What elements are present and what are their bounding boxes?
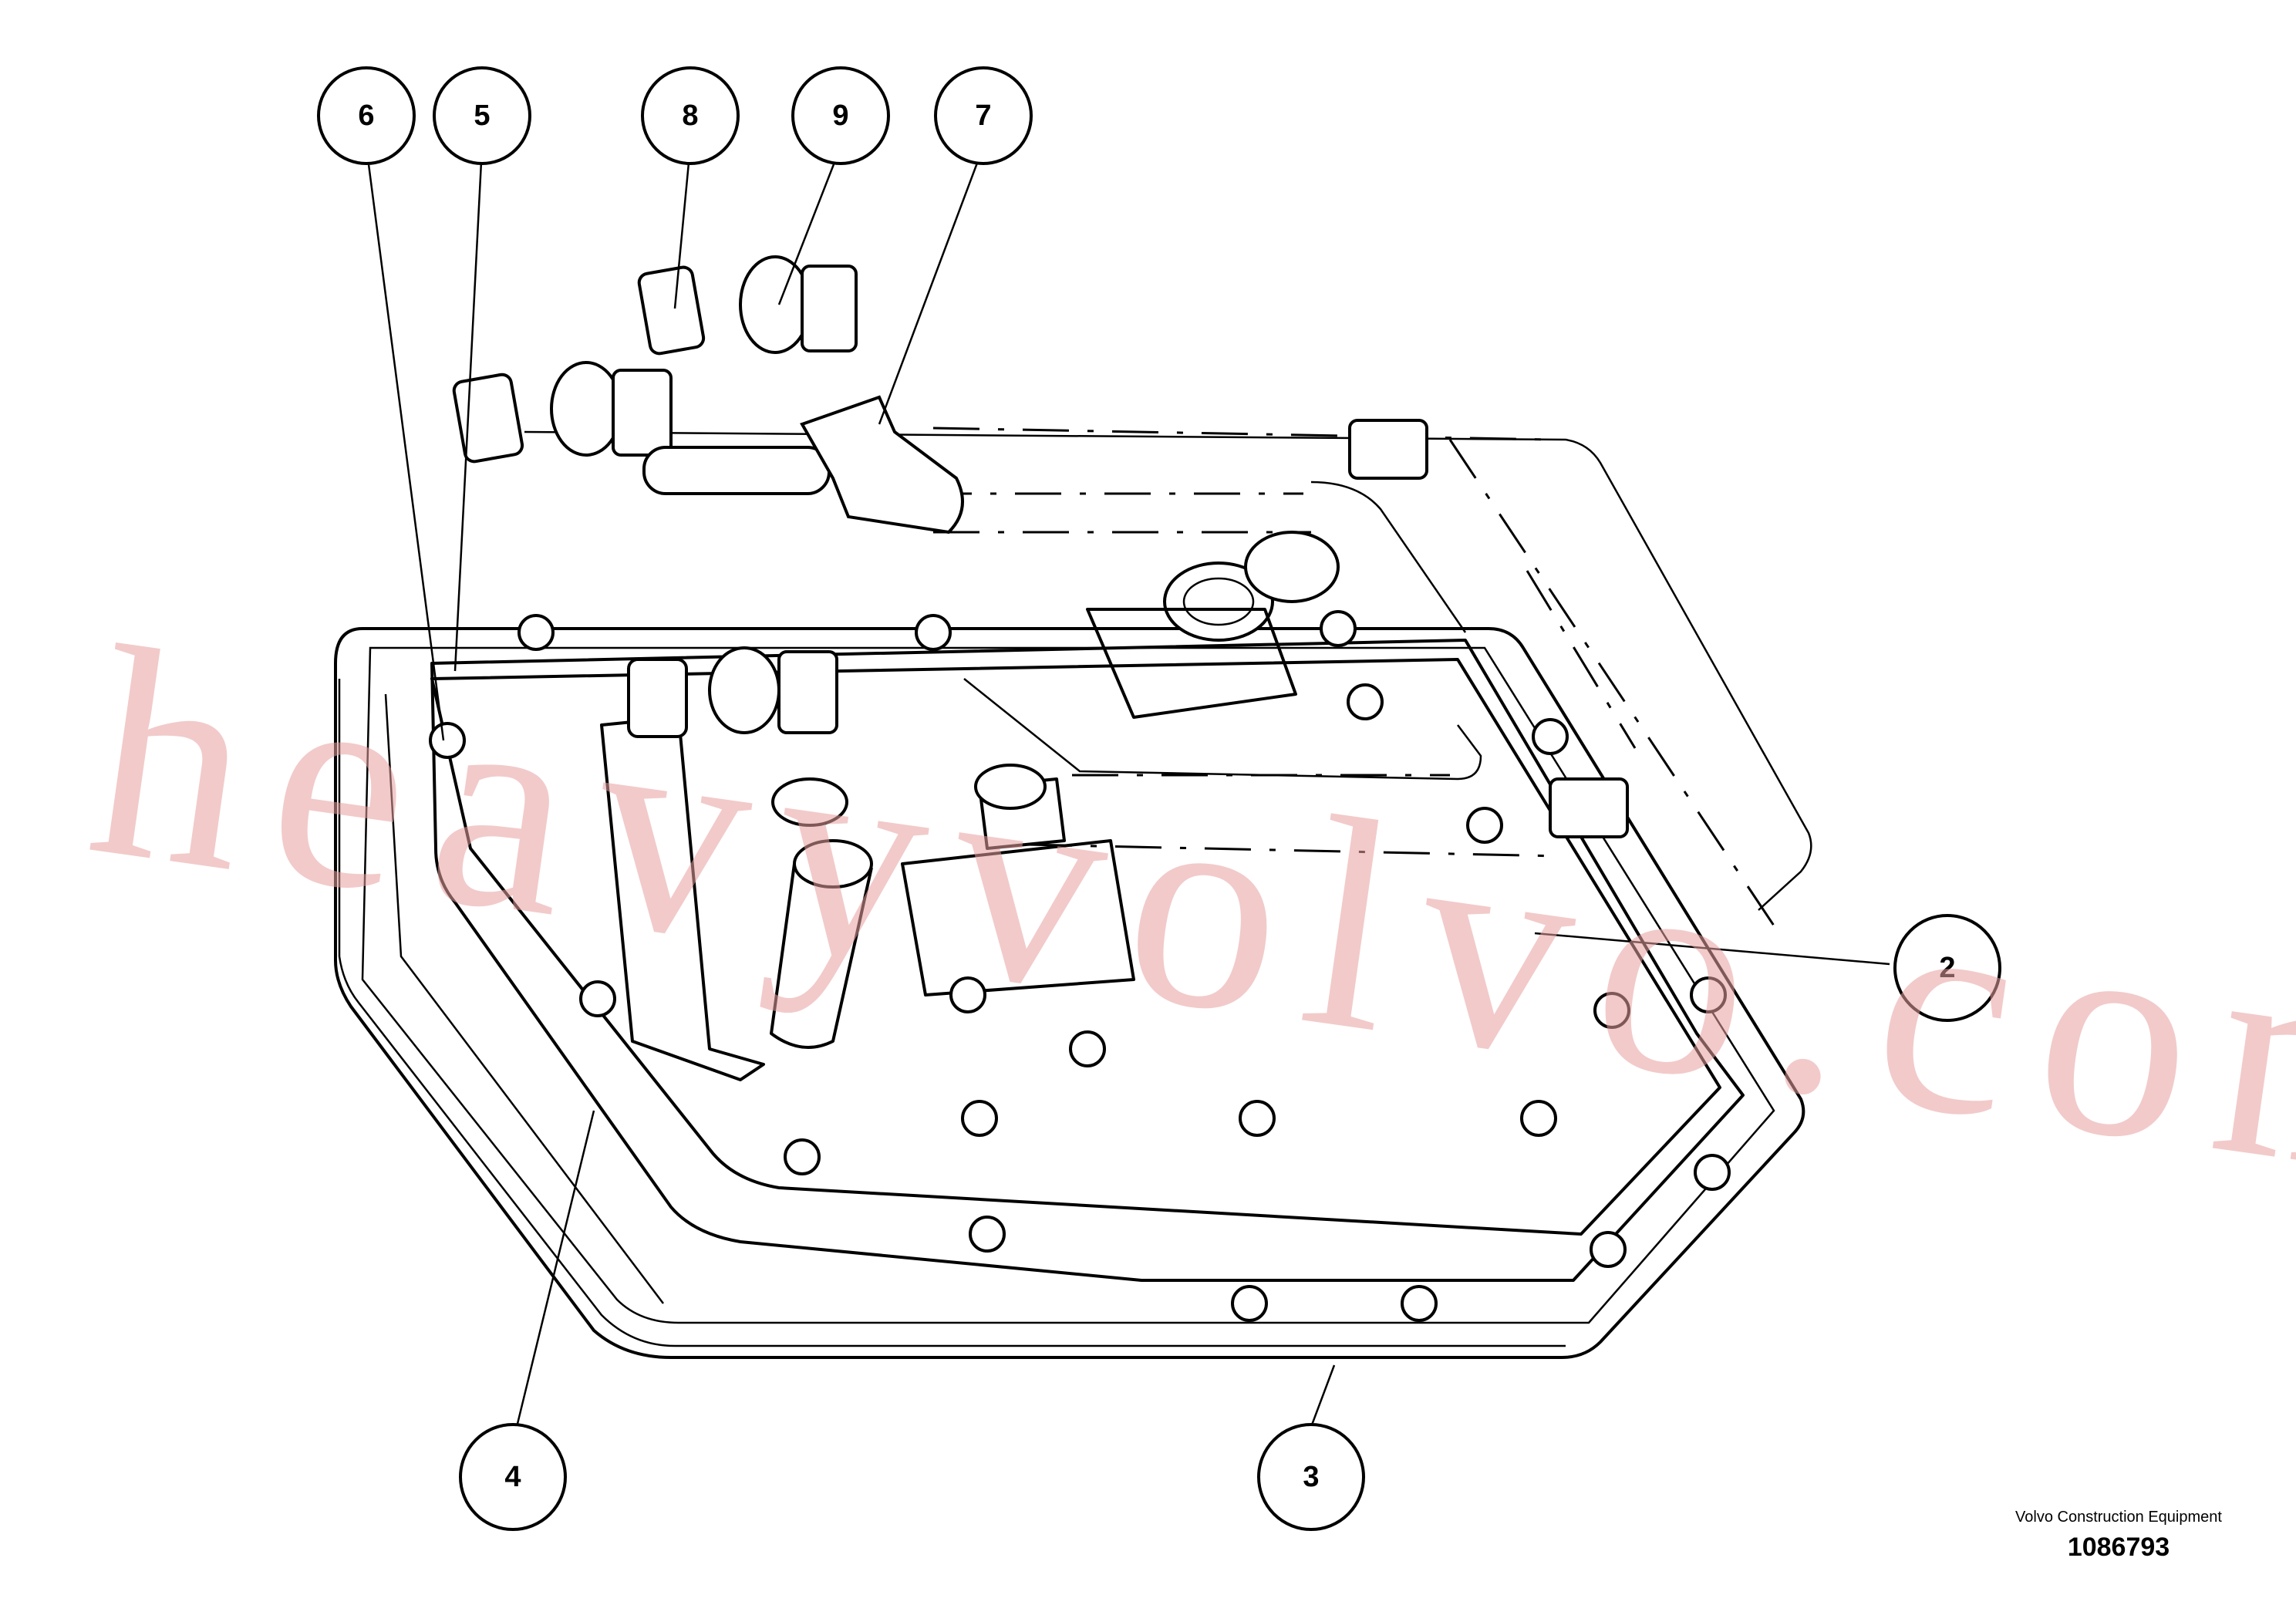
callout-7: 7 bbox=[934, 66, 1033, 165]
callout-8: 8 bbox=[641, 66, 740, 165]
leader-lines bbox=[365, 146, 1890, 1428]
callout-2: 2 bbox=[1893, 914, 2001, 1022]
relay-block bbox=[901, 764, 1135, 996]
cover-plate bbox=[430, 639, 1745, 1282]
publisher-name: Volvo Construction Equipment bbox=[2015, 1509, 2222, 1526]
diagram-reference-number: 1086793 bbox=[2067, 1533, 2170, 1562]
callout-5: 5 bbox=[433, 66, 531, 165]
cylinder-component bbox=[770, 777, 873, 1049]
callout-3: 3 bbox=[1257, 1423, 1365, 1531]
fittings-upper bbox=[452, 255, 1629, 838]
upper-lid bbox=[524, 427, 1812, 926]
callout-label: 2 bbox=[1939, 952, 1955, 984]
callout-label: 9 bbox=[832, 99, 848, 132]
callout-6: 6 bbox=[317, 66, 416, 165]
callout-label: 8 bbox=[682, 99, 698, 132]
callout-label: 5 bbox=[474, 99, 490, 132]
callout-label: 6 bbox=[358, 99, 374, 132]
watermark-text: heavyvolvo.com bbox=[75, 584, 2296, 1249]
callout-9: 9 bbox=[791, 66, 890, 165]
bolt-set bbox=[429, 610, 1731, 1322]
publisher-credit: Volvo Construction Equipment 1086793 bbox=[2003, 1508, 2234, 1563]
callout-label: 7 bbox=[975, 99, 991, 132]
callout-label: 3 bbox=[1303, 1461, 1319, 1493]
round-connector-main bbox=[1086, 531, 1340, 719]
callout-label: 4 bbox=[504, 1461, 521, 1493]
callout-4: 4 bbox=[459, 1423, 567, 1531]
